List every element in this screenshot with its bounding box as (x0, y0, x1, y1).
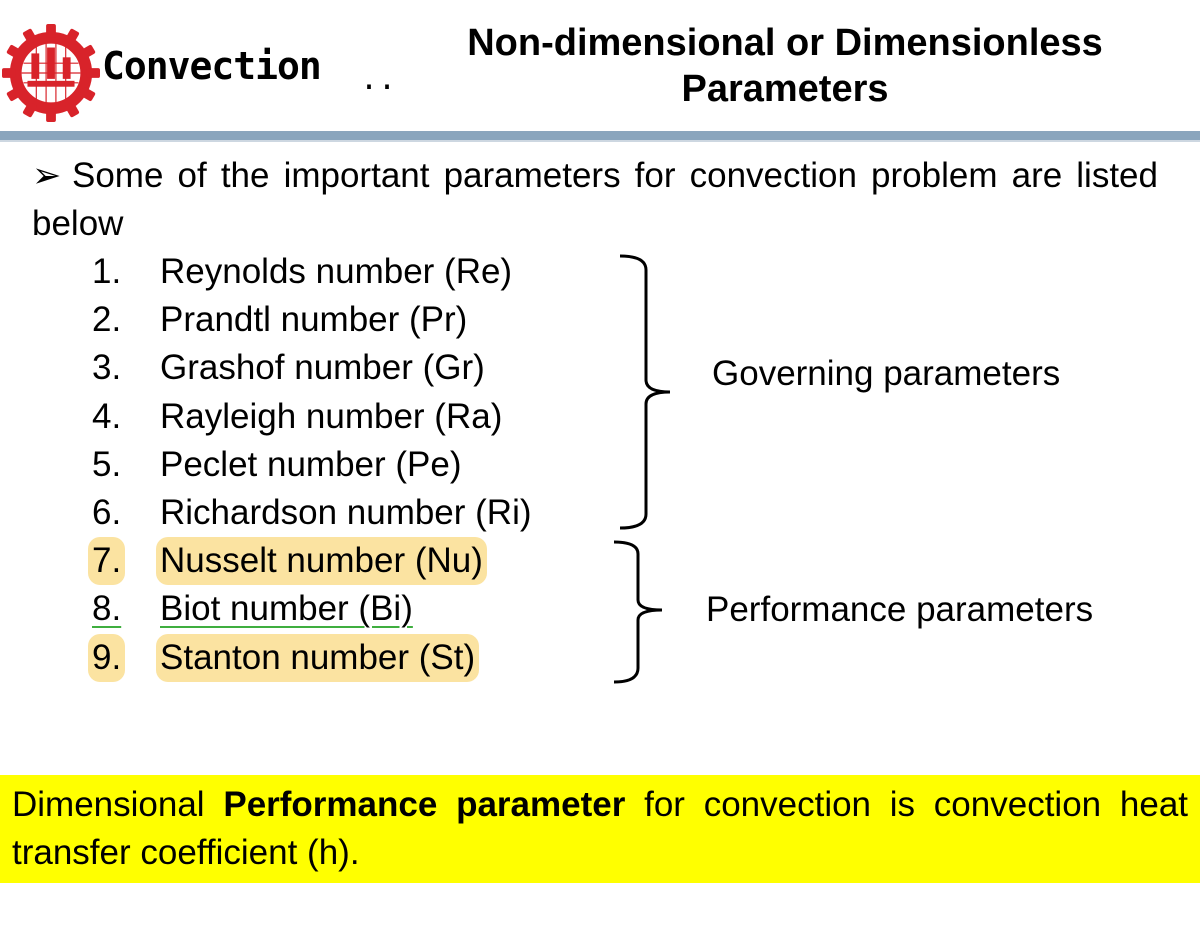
list-item-number: 1. (92, 252, 122, 291)
list-item-number: 8. (92, 589, 122, 629)
note-text-emphasis: Performance parameter (223, 785, 626, 824)
list-item-number: 2. (92, 300, 122, 340)
list-item-number: 9. (88, 633, 126, 682)
list-item-label: Nusselt number (Nu) (156, 537, 487, 586)
university-logo-icon (2, 24, 100, 122)
performance-brace-icon (613, 540, 663, 684)
section-name: Convection (102, 44, 322, 88)
note-text-rest: for convection is convection heat transf… (12, 785, 1189, 872)
list-item-label: Prandtl number (Pr) (160, 300, 468, 340)
section-continuation-dots: .. (360, 62, 397, 97)
note-box: Dimensional Performance parameter for co… (0, 775, 1200, 883)
slide-title: Non-dimensional or Dimensionless Paramet… (395, 20, 1175, 112)
list-item-label: Richardson number (Ri) (160, 492, 532, 532)
arrow-bullet-icon: ➢ (32, 156, 62, 195)
list-item-number: 6. (92, 492, 122, 532)
intro-text: Some of the important parameters for con… (32, 156, 1158, 243)
governing-parameters-label: Governing parameters (712, 354, 1061, 393)
list-item-label: Rayleigh number (Ra) (160, 396, 503, 436)
note-text-lead: Dimensional (12, 785, 224, 824)
intro-paragraph: ➢Some of the important parameters for co… (32, 152, 1158, 248)
list-item-label: Peclet number (Pe) (160, 444, 462, 484)
list-item-label: Biot number (Bi) (160, 589, 413, 629)
performance-parameters-label: Performance parameters (706, 590, 1094, 629)
note-text: Dimensional Performance parameter for co… (12, 781, 1188, 877)
list-item-label: Stanton number (St) (156, 633, 480, 682)
list-item-number: 5. (92, 444, 122, 484)
header-divider (0, 131, 1200, 140)
list-item-number: 7. (88, 537, 126, 586)
list-item-number: 3. (92, 348, 122, 388)
list-item-number: 4. (92, 396, 122, 436)
header-divider-light (0, 140, 1200, 142)
slide-title-line-2: Parameters (681, 68, 889, 110)
list-item-label: Grashof number (Gr) (160, 348, 485, 388)
governing-brace-icon (619, 254, 671, 530)
slide-title-line-1: Non-dimensional or Dimensionless (467, 22, 1103, 64)
list-item-label: Reynolds number (Re) (160, 252, 513, 291)
